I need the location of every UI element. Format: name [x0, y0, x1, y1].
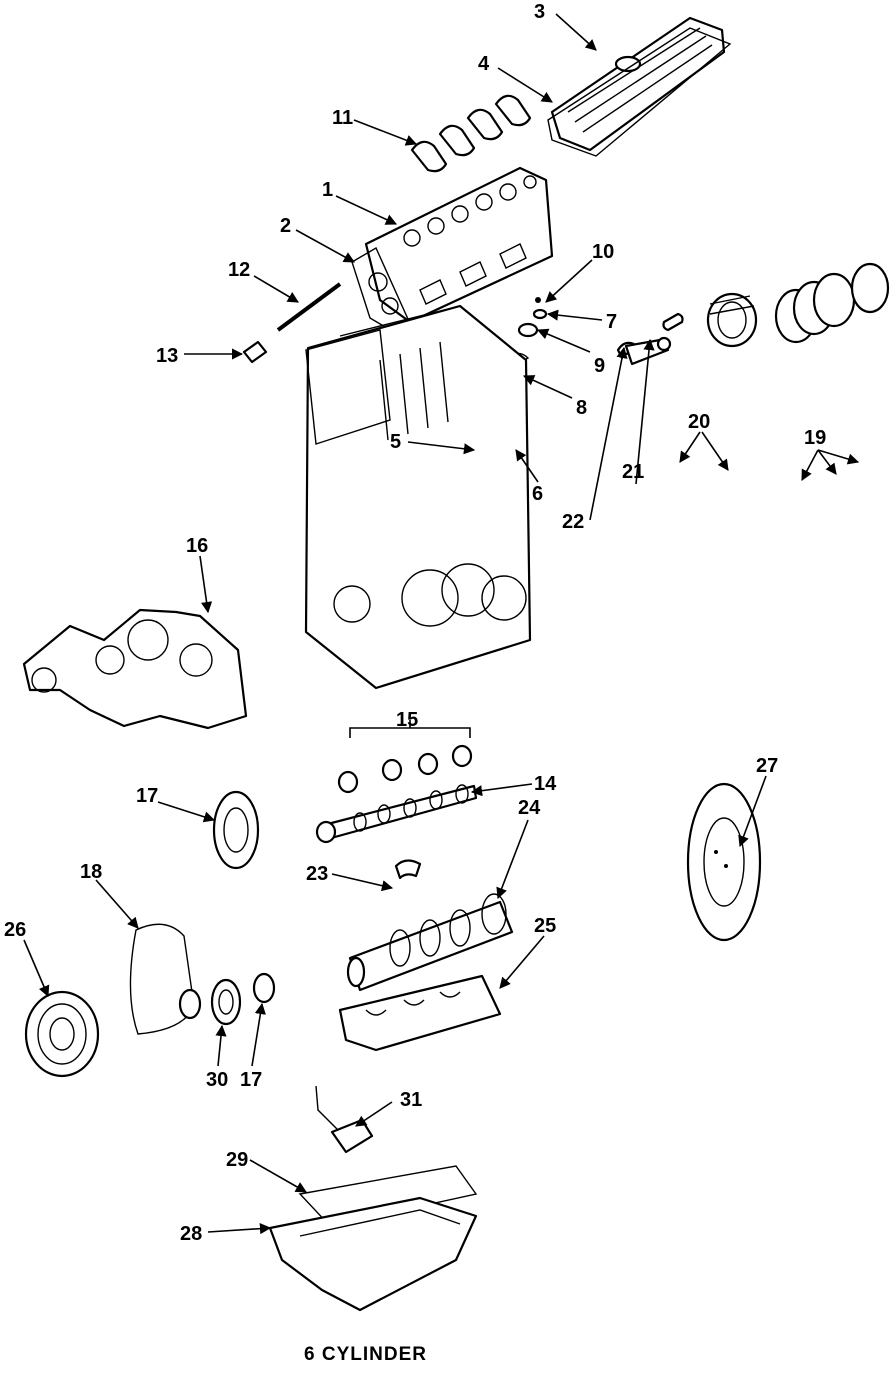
- front-seal: [210, 978, 242, 1026]
- callout-24: 24: [518, 797, 541, 819]
- callout-22: 22: [562, 511, 584, 533]
- callout-26: 26: [4, 919, 26, 941]
- cam-bearings: [337, 744, 473, 794]
- callout-6: 6: [532, 483, 543, 505]
- callout-10: 10: [592, 241, 614, 263]
- callout-17-crank: 17: [240, 1069, 262, 1091]
- engine-block: [304, 304, 532, 690]
- callout-28: 28: [180, 1223, 202, 1245]
- callout-11: 11: [332, 107, 353, 129]
- cylinder-head: [364, 166, 554, 324]
- diagram-caption: 6 CYLINDER: [304, 1344, 427, 1365]
- timing-chain: [129, 923, 195, 1035]
- callout-13: 13: [156, 345, 178, 367]
- piston-rings: [774, 262, 890, 344]
- valve-cover-gasket: [547, 27, 732, 157]
- valve-retainer: [532, 308, 548, 320]
- callout-labels: 3 4 11 1 2 12 13 10 7 9 8 5 6 22 21 20 1…: [4, 1, 826, 1245]
- oil-pump: [315, 1085, 374, 1154]
- callout-18: 18: [80, 861, 102, 883]
- crank-timing-piece: [178, 988, 202, 1020]
- valve-lifter: [242, 340, 268, 364]
- pushrod: [276, 282, 342, 332]
- valve-cover: [550, 16, 726, 152]
- callout-16: 16: [186, 535, 208, 557]
- callout-2: 2: [280, 215, 291, 237]
- valve-seal: [517, 322, 539, 338]
- oil-pan: [268, 1196, 478, 1312]
- callout-3: 3: [534, 1, 545, 23]
- callout-14: 14: [534, 773, 557, 795]
- callout-29: 29: [226, 1149, 248, 1171]
- callout-4: 4: [478, 53, 490, 75]
- main-bearing-caps: [338, 974, 502, 1052]
- callout-17-cam: 17: [136, 785, 158, 807]
- callout-1: 1: [322, 179, 333, 201]
- thrust-bearing: [394, 859, 422, 880]
- connecting-rod: [624, 336, 672, 366]
- callout-25: 25: [534, 915, 556, 937]
- cam-sprocket: [212, 790, 260, 870]
- callout-7: 7: [606, 311, 617, 333]
- flexplate: [686, 782, 762, 942]
- rocker-arms: [410, 94, 532, 173]
- crank-sprocket: [252, 972, 276, 1004]
- piston: [706, 292, 758, 348]
- callout-23: 23: [306, 863, 328, 885]
- callout-8: 8: [576, 397, 587, 419]
- callout-5: 5: [390, 431, 401, 453]
- oil-pan-gasket: [298, 1165, 478, 1227]
- valve-keepers: [535, 297, 541, 303]
- callout-21: 21: [622, 461, 644, 483]
- callout-27: 27: [756, 755, 778, 777]
- callout-19: 19: [804, 427, 826, 449]
- timing-cover: [22, 608, 248, 730]
- callout-30: 30: [206, 1069, 228, 1091]
- callout-leaders: [23, 13, 860, 1235]
- camshaft: [315, 784, 478, 844]
- callout-12: 12: [228, 259, 250, 281]
- callout-20: 20: [688, 411, 710, 433]
- callout-15: 15: [396, 709, 418, 731]
- crankshaft: [346, 893, 514, 992]
- callout-31: 31: [400, 1089, 422, 1111]
- callout-9: 9: [594, 355, 605, 377]
- piston-pin: [662, 312, 684, 332]
- harmonic-balancer: [24, 990, 100, 1078]
